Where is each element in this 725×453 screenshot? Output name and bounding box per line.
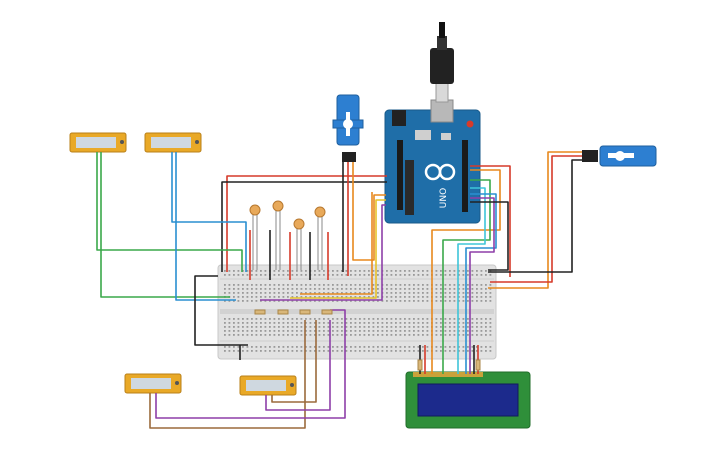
module-top-left-2[interactable]: [144, 132, 202, 153]
wire-purple: [155, 309, 346, 419]
servo-motor-right[interactable]: [582, 145, 657, 167]
wire-black: [221, 181, 387, 272]
wire-black: [488, 159, 582, 273]
breadboard-holes: [224, 270, 492, 352]
wire-blue: [175, 152, 236, 301]
wire-orange: [300, 192, 373, 295]
breadboard[interactable]: [217, 264, 497, 360]
wire-black: [470, 201, 509, 271]
wire-orange: [488, 151, 582, 289]
lcd-display[interactable]: [405, 371, 531, 429]
module-bottom-left[interactable]: [124, 373, 182, 394]
wire-black: [194, 275, 248, 346]
wire-orange: [352, 162, 386, 261]
wire-cyan: [457, 187, 486, 345]
wire-red: [470, 165, 511, 277]
arduino-logo: UNO: [424, 163, 456, 208]
wire-purple: [265, 320, 331, 411]
wire-orange: [431, 169, 501, 345]
wire-blue: [171, 152, 247, 272]
wires: [96, 151, 582, 429]
board-logo-text: UNO: [439, 188, 449, 208]
wire-brown: [149, 320, 306, 429]
module-bottom-middle[interactable]: [239, 375, 297, 396]
photoresistor-icon[interactable]: [293, 218, 305, 270]
wire-blue: [465, 193, 497, 345]
servo-motor-top[interactable]: [332, 94, 364, 162]
photoresistor-icon[interactable]: [314, 206, 326, 270]
photoresistor-icon[interactable]: [272, 200, 284, 270]
wire-yellow: [290, 199, 386, 299]
wire-purple: [260, 204, 386, 301]
wire-green: [100, 152, 230, 298]
wire-red: [226, 175, 387, 272]
usb-cable-icon: [430, 22, 454, 103]
module-top-left-1[interactable]: [69, 132, 127, 153]
resistor-icon: [254, 309, 481, 371]
wire-green: [442, 179, 491, 345]
photoresistor-icon[interactable]: [249, 204, 261, 270]
wire-green: [96, 152, 243, 272]
wire-purple: [469, 197, 495, 345]
wire-red: [490, 155, 582, 283]
wire-brown: [271, 320, 317, 403]
arduino-uno[interactable]: UNO: [384, 99, 481, 224]
